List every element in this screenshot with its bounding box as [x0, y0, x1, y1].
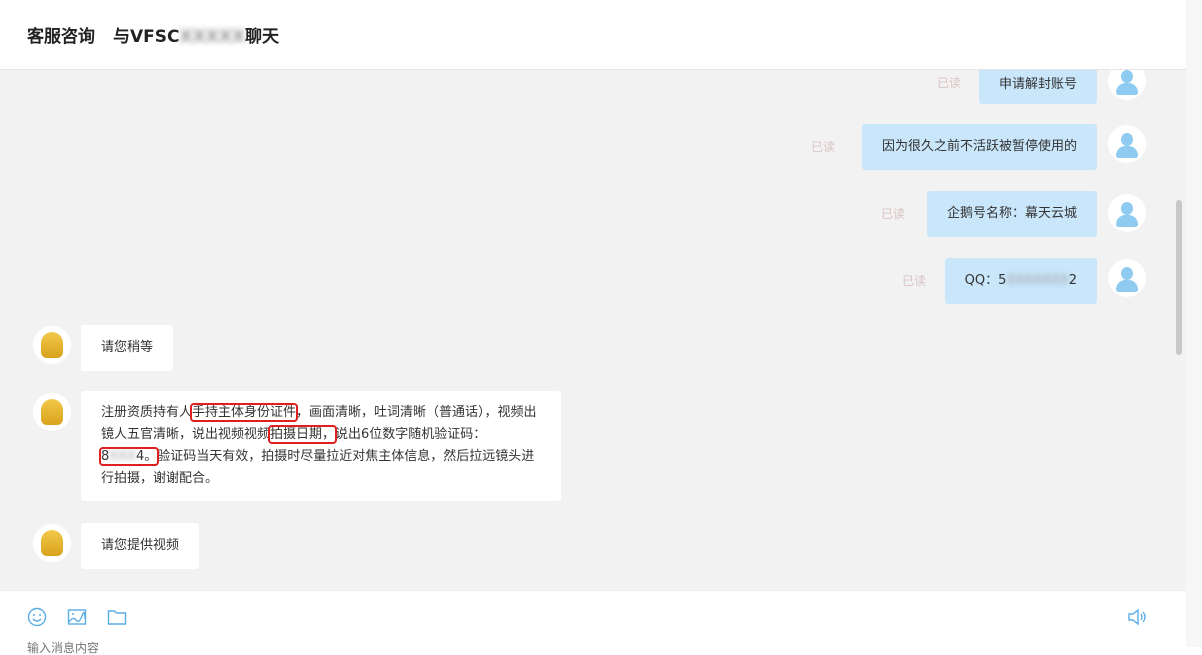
chat-header: 客服咨询 与VFSCXXXXX聊天 [0, 0, 1186, 70]
chat-partner: 与VFSCXXXXX聊天 [113, 27, 280, 47]
message-list: 已读 申请解封账号 已读 因为很久之前不活跃被暂停使用的 已读 企鹅号名称：幕天… [0, 70, 1186, 590]
message-bubble: 注册资质持有人手持主体身份证件，画面清晰，吐词清晰（普通话），视频出镜人五官清晰… [81, 391, 561, 501]
user-avatar [1108, 259, 1146, 297]
agent-avatar [33, 524, 71, 562]
penguin-icon [41, 399, 63, 425]
penguin-icon [41, 530, 63, 556]
user-avatar [1108, 125, 1146, 163]
image-icon[interactable] [67, 607, 87, 627]
scrollbar-thumb[interactable] [1176, 200, 1182, 355]
volume-icon[interactable] [1127, 607, 1147, 627]
read-status: 已读 [902, 274, 927, 288]
message-bubble: 请您提供视频 [81, 523, 200, 569]
message-bubble: 请您稍等 [81, 325, 174, 371]
user-avatar [1108, 194, 1146, 232]
user-icon [1114, 200, 1140, 227]
user-icon [1114, 265, 1140, 292]
emoji-icon[interactable] [27, 607, 47, 627]
agent-avatar [33, 326, 71, 364]
message-bubble: 申请解封账号 [978, 70, 1097, 104]
message-bubble: 企鹅号名称：幕天云城 [926, 191, 1097, 237]
page-title: 客服咨询 [27, 27, 95, 47]
folder-icon[interactable] [107, 607, 127, 627]
read-status: 已读 [811, 140, 836, 154]
user-icon [1114, 70, 1140, 95]
message-input[interactable] [27, 641, 427, 655]
agent-avatar [33, 393, 71, 431]
user-avatar [1108, 70, 1146, 100]
read-status: 已读 [881, 207, 906, 221]
message-bubble: QQ：5XXXXXXX2 [944, 258, 1097, 304]
penguin-icon [41, 332, 63, 358]
compose-area [0, 590, 1186, 655]
read-status: 已读 [937, 76, 962, 90]
verification-code: 8XXX4。 [98, 447, 160, 466]
message-bubble: 因为很久之前不活跃被暂停使用的 [861, 124, 1097, 170]
scrollbar-track[interactable] [1186, 0, 1202, 647]
user-icon [1114, 131, 1140, 158]
